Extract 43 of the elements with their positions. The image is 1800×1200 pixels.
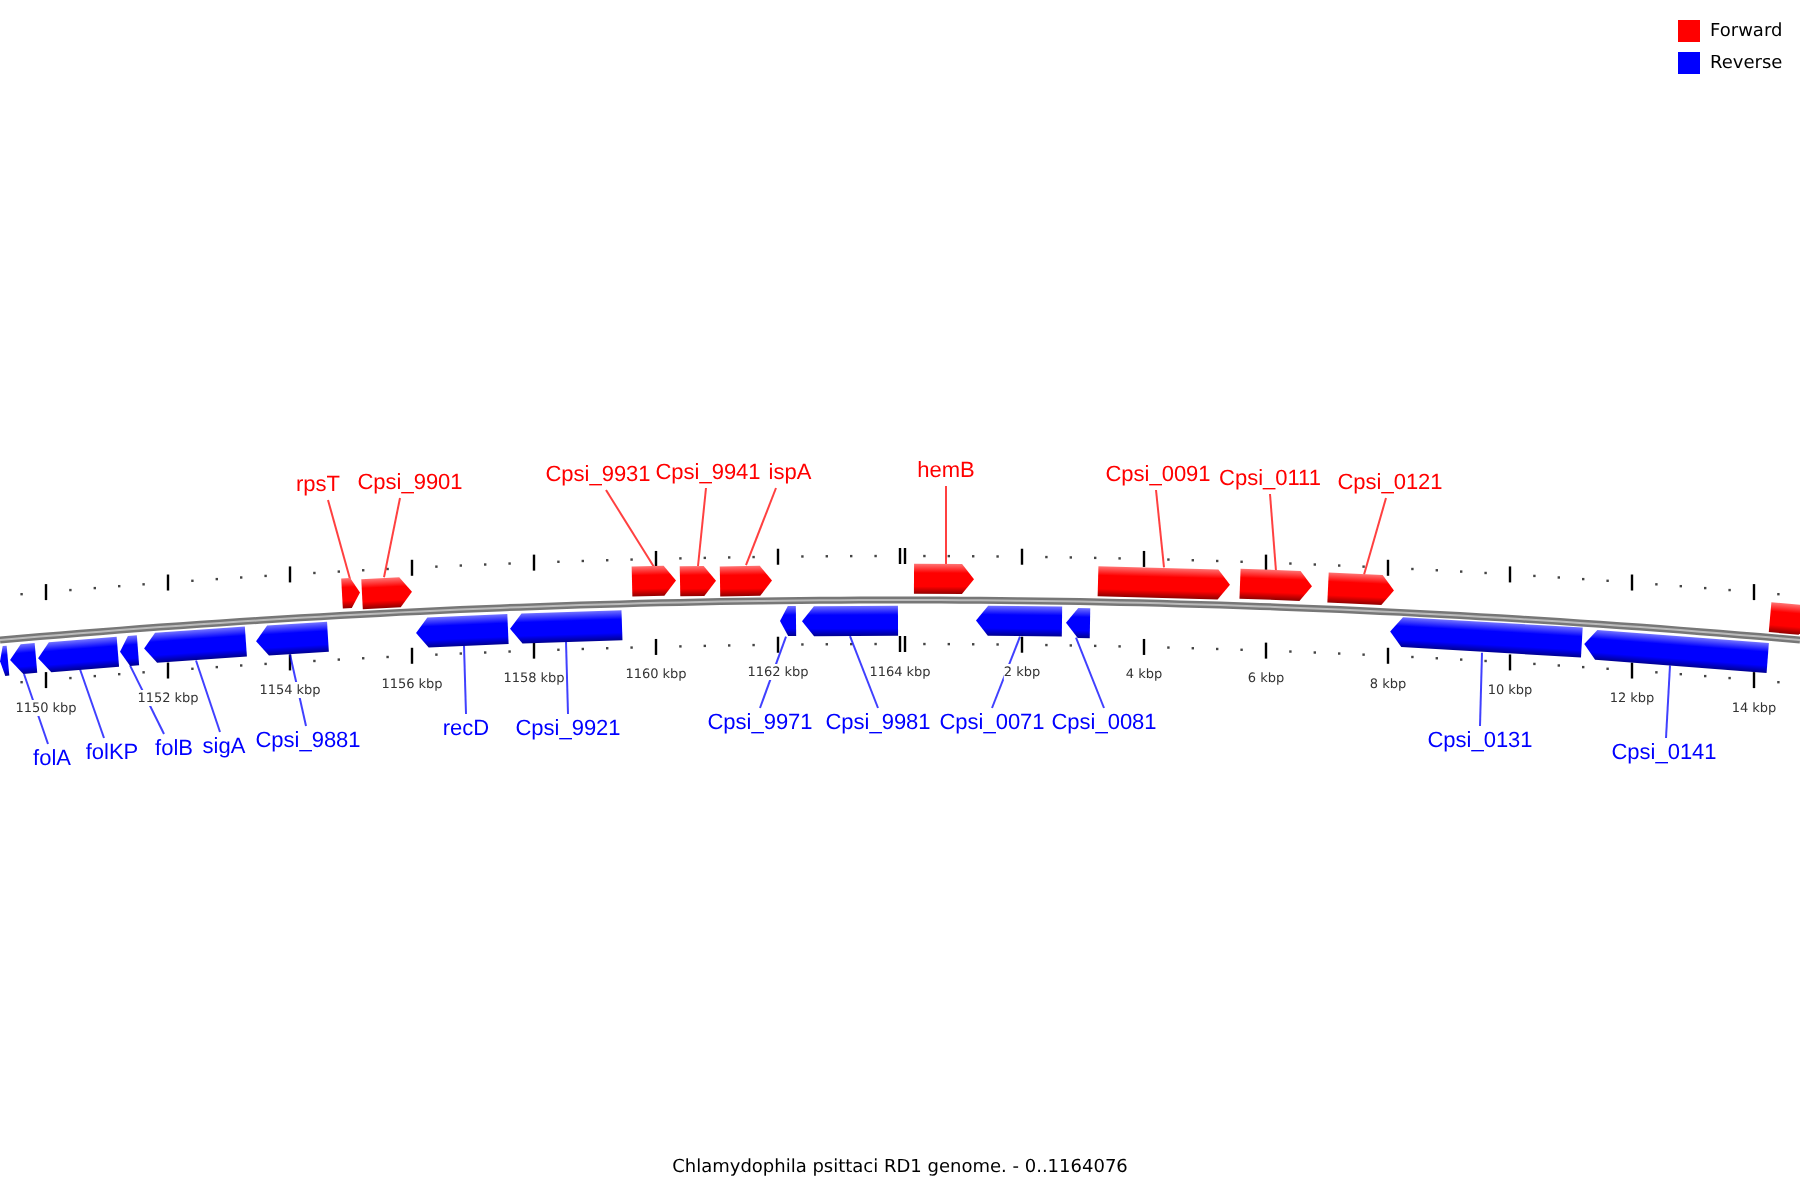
legend-label: Reverse <box>1710 53 1783 73</box>
gene-label: Cpsi_0121 <box>1337 471 1443 497</box>
leader-line <box>79 668 105 739</box>
leader-line <box>565 640 569 715</box>
gene-label: Cpsi_0111 <box>1219 467 1321 493</box>
gene-label: rpsT <box>296 473 340 499</box>
gene-label: Cpsi_9921 <box>515 717 621 743</box>
leader-line <box>1665 664 1671 739</box>
gene-label: Cpsi_9931 <box>545 463 651 489</box>
leader-line <box>1479 651 1483 727</box>
legend-label: Forward <box>1710 21 1783 41</box>
gene-label: Cpsi_9901 <box>357 471 463 497</box>
leader-line <box>745 487 777 567</box>
gene-label: folA <box>33 747 71 773</box>
gene-label: Cpsi_0071 <box>939 711 1045 737</box>
leader-line <box>1155 489 1165 569</box>
leader-line <box>1269 493 1277 572</box>
gene-label: Cpsi_9971 <box>707 711 813 737</box>
leader-line <box>1075 636 1105 709</box>
leader-line <box>991 635 1021 709</box>
gene-label: ispA <box>768 461 812 487</box>
gene-label: recD <box>442 717 490 743</box>
leader-line <box>327 499 351 580</box>
gene-label: sigA <box>202 735 246 761</box>
gene-label: Cpsi_9981 <box>825 711 931 737</box>
leader-line <box>195 659 221 733</box>
gene-label: Cpsi_9881 <box>255 729 361 755</box>
gene-label: Cpsi_0131 <box>1427 729 1533 755</box>
gene-label: Cpsi_0081 <box>1051 711 1157 737</box>
gene-label: hemB <box>917 459 975 485</box>
gene-label: Cpsi_0091 <box>1105 463 1211 489</box>
gene-label: Cpsi_0141 <box>1611 741 1717 767</box>
gene-label: Cpsi_9941 <box>655 461 761 487</box>
leader-line <box>1363 497 1387 576</box>
leader-line <box>849 635 879 709</box>
gene-label: folKP <box>85 741 139 767</box>
caption: Chlamydophila psittaci RD1 genome. - 0..1164076 <box>672 1158 1128 1178</box>
gene-label: folB <box>155 737 193 763</box>
leader-line <box>463 644 467 715</box>
leader-line <box>945 485 947 566</box>
leader-line <box>697 487 707 567</box>
leader-line <box>383 497 401 579</box>
leader-line <box>605 489 655 568</box>
